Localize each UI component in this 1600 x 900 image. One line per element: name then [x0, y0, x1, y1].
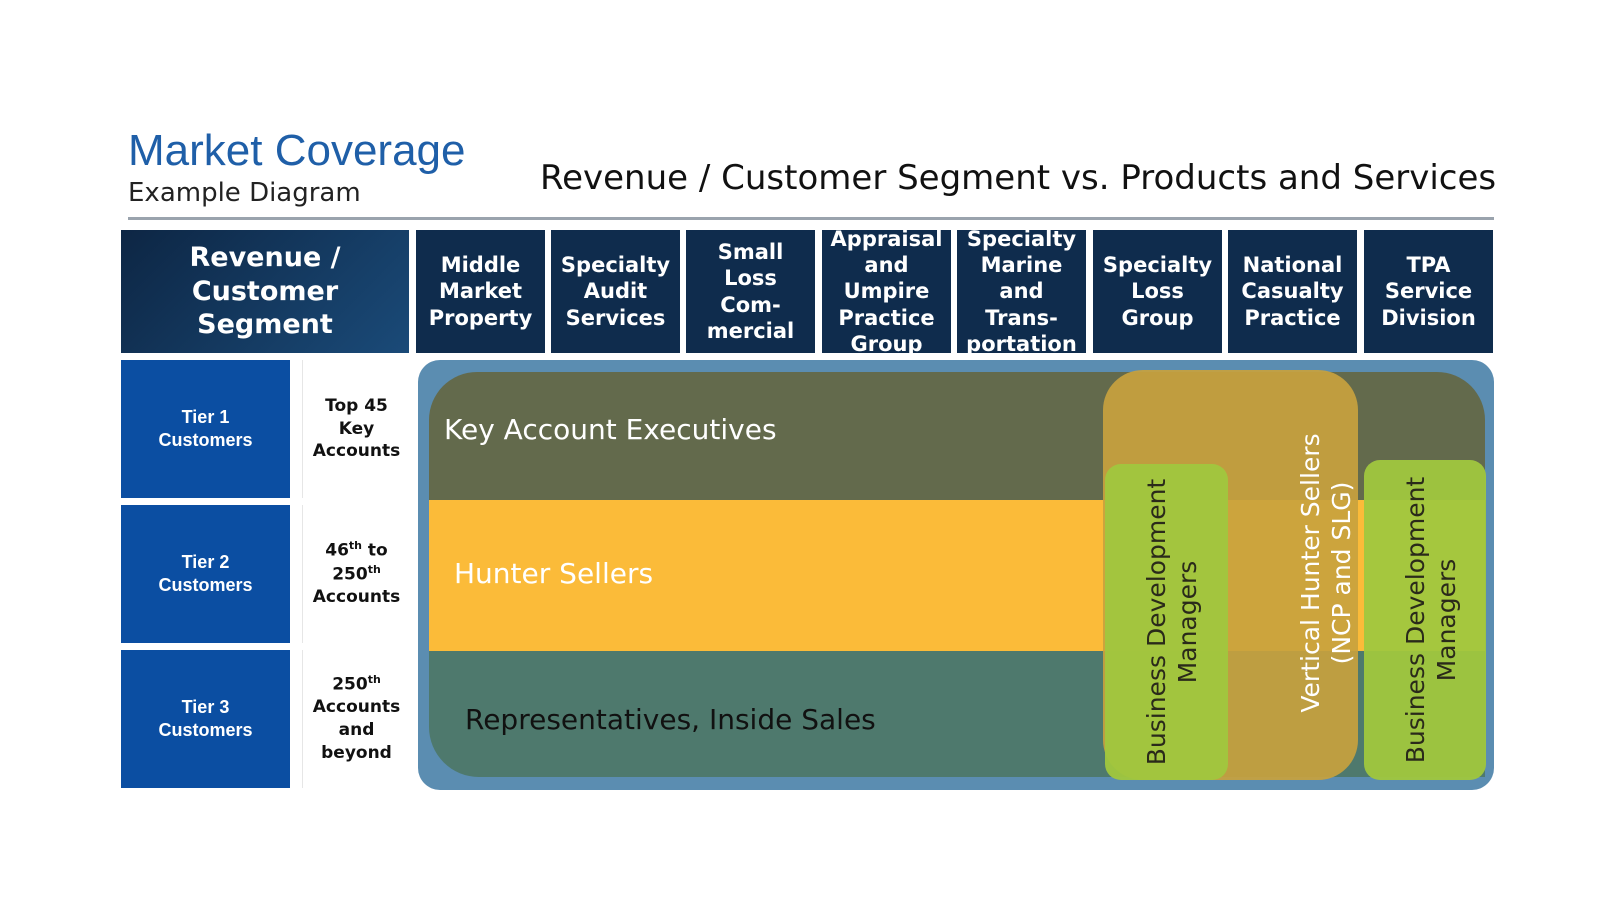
- tier-3-accounts: 250th Accounts and beyond: [302, 650, 410, 788]
- header-divider: [128, 217, 1494, 220]
- tier-3-label: Tier 3 Customers: [121, 650, 290, 788]
- bdm-right-label: Business Development Managers: [1401, 476, 1462, 764]
- hunter-label: Hunter Sellers: [454, 557, 654, 590]
- column-header-specialty-loss-group: Specialty Loss Group: [1093, 230, 1222, 353]
- bdm-left-label: Business Development Managers: [1142, 478, 1203, 766]
- key-account-label: Key Account Executives: [444, 413, 777, 446]
- tier-1-label: Tier 1 Customers: [121, 360, 290, 498]
- column-header-specialty-marine: Specialty Marine and Trans- portation: [957, 227, 1086, 356]
- tier-2-label: Tier 2 Customers: [121, 505, 290, 643]
- page-subtitle: Example Diagram: [128, 178, 361, 208]
- bdm-left-band: [1105, 464, 1228, 780]
- column-header-specialty-audit-services: Specialty Audit Services: [551, 230, 680, 353]
- column-header-national-casualty: National Casualty Practice: [1228, 230, 1357, 353]
- vertical-hunter-label: Vertical Hunter Sellers (NCP and SLG): [1296, 433, 1357, 713]
- column-header-tpa-service: TPA Service Division: [1364, 230, 1493, 353]
- segment-header: Revenue / Customer Segment: [121, 230, 409, 353]
- tier-1-accounts: Top 45 Key Accounts: [302, 360, 410, 498]
- column-header-middle-market-property: Middle Market Property: [416, 230, 545, 353]
- bdm-right-band: [1364, 460, 1486, 780]
- column-header-appraisal-umpire: Appraisal and Umpire Practice Group: [822, 227, 951, 356]
- reps-label: Representatives, Inside Sales: [465, 703, 876, 736]
- tier-2-accounts: 46th to 250th Accounts: [302, 505, 410, 643]
- diagram-heading: Revenue / Customer Segment vs. Products …: [540, 158, 1497, 198]
- column-header-small-loss-commercial: Small Loss Com- mercial: [686, 230, 815, 353]
- page-title: Market Coverage: [128, 126, 466, 175]
